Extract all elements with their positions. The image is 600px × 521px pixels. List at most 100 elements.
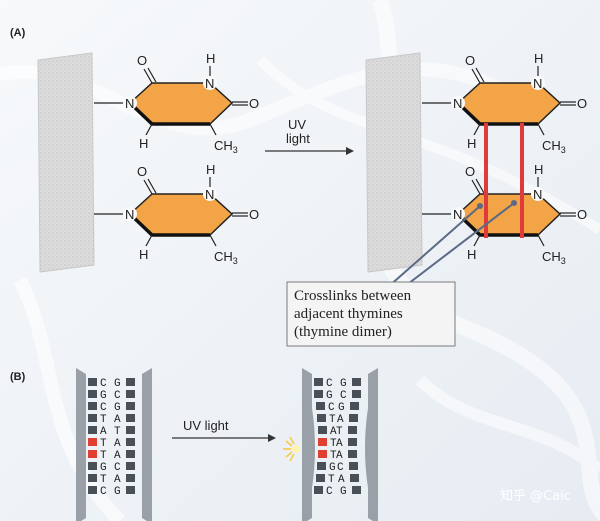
base-right: C <box>114 462 121 474</box>
base-left: C <box>100 378 107 390</box>
base-left: G <box>100 462 107 474</box>
base-left: T <box>330 450 337 462</box>
callout-line3: (thymine dimer) <box>294 324 392 340</box>
base-box <box>126 486 135 494</box>
base-box <box>126 390 135 398</box>
base-box <box>349 462 358 470</box>
uv-arrow-b <box>172 434 276 442</box>
atom-n1-bg <box>123 207 137 221</box>
atom-h-n3: H <box>206 51 215 66</box>
base-box <box>348 450 357 458</box>
base-right: C <box>337 462 344 474</box>
base-box <box>88 414 97 422</box>
atom-o-right: O <box>249 96 259 111</box>
base-right: G <box>340 378 347 390</box>
base-box <box>314 390 323 398</box>
atom-o-top: O <box>465 164 475 179</box>
base-box <box>317 462 326 470</box>
base-left: T <box>100 474 107 486</box>
atom-n3: N <box>205 76 214 91</box>
base-right: G <box>114 486 121 498</box>
watermark: 知乎 @Caic <box>500 488 571 504</box>
panel-a-label: (A) <box>10 27 26 39</box>
base-box <box>88 426 97 434</box>
atom-n3: N <box>533 76 542 91</box>
atom-o-right: O <box>577 207 587 222</box>
base-left: G <box>100 390 107 402</box>
base-left: C <box>328 402 335 414</box>
atom-n3-bg <box>531 76 545 90</box>
base-right: C <box>340 390 347 402</box>
base-box <box>88 402 97 410</box>
base-box <box>352 390 361 398</box>
base-left: C <box>326 486 333 498</box>
atom-h-n3: H <box>534 51 543 66</box>
callout-pointers <box>387 200 517 291</box>
base-right: A <box>114 414 121 426</box>
damaged-base-box <box>318 450 327 458</box>
base-box <box>318 426 327 434</box>
base-right: G <box>114 378 121 390</box>
atom-h-c6: H <box>467 247 476 262</box>
atom-n1: N <box>453 207 462 222</box>
base-box <box>88 486 97 494</box>
base-box <box>126 450 135 458</box>
base-box <box>352 378 361 386</box>
atom-n3-bg <box>531 187 545 201</box>
base-right: G <box>114 402 121 414</box>
atom-n3: N <box>205 187 214 202</box>
atom-n3-bg <box>203 187 217 201</box>
base-box <box>314 378 323 386</box>
base-left: A <box>100 426 107 438</box>
base-box <box>348 438 357 446</box>
base-box <box>352 486 361 494</box>
callout-box <box>286 281 456 347</box>
base-box <box>350 474 359 482</box>
base-left: C <box>326 378 333 390</box>
base-right: T <box>336 426 343 438</box>
base-right: A <box>336 450 343 462</box>
strand-backbone-right <box>365 368 378 521</box>
methyl-group: CH3 <box>214 249 238 266</box>
base-box <box>349 414 358 422</box>
base-left: T <box>329 414 336 426</box>
uv-arrow-a <box>265 147 354 155</box>
atom-n1: N <box>453 96 462 111</box>
base-left: T <box>100 438 107 450</box>
base-box <box>314 486 323 494</box>
base-left: G <box>326 390 333 402</box>
base-left: T <box>328 474 335 486</box>
strand-backbone-right <box>142 368 152 521</box>
base-left: T <box>100 414 107 426</box>
base-box <box>88 474 97 482</box>
atom-n3: N <box>533 187 542 202</box>
base-right: A <box>336 438 343 450</box>
atom-h-c6: H <box>139 247 148 262</box>
base-left: A <box>330 426 337 438</box>
methyl-group: CH3 <box>542 249 566 266</box>
atom-h-n3: H <box>206 162 215 177</box>
callout-line2: adjacent thymines <box>294 306 403 322</box>
base-left: G <box>329 462 336 474</box>
crosslinks <box>484 123 524 238</box>
atom-n1: N <box>125 96 134 111</box>
base-right: A <box>114 438 121 450</box>
base-right: T <box>114 426 121 438</box>
uv-flash-icon <box>283 436 300 462</box>
damaged-base-box <box>88 438 97 446</box>
atom-o-top: O <box>465 53 475 68</box>
atom-o-top: O <box>137 164 147 179</box>
atom-o-top: O <box>137 53 147 68</box>
base-right: A <box>114 450 121 462</box>
atom-o-right: O <box>577 96 587 111</box>
damaged-base-box <box>88 450 97 458</box>
base-box <box>88 462 97 470</box>
base-left: C <box>100 402 107 414</box>
